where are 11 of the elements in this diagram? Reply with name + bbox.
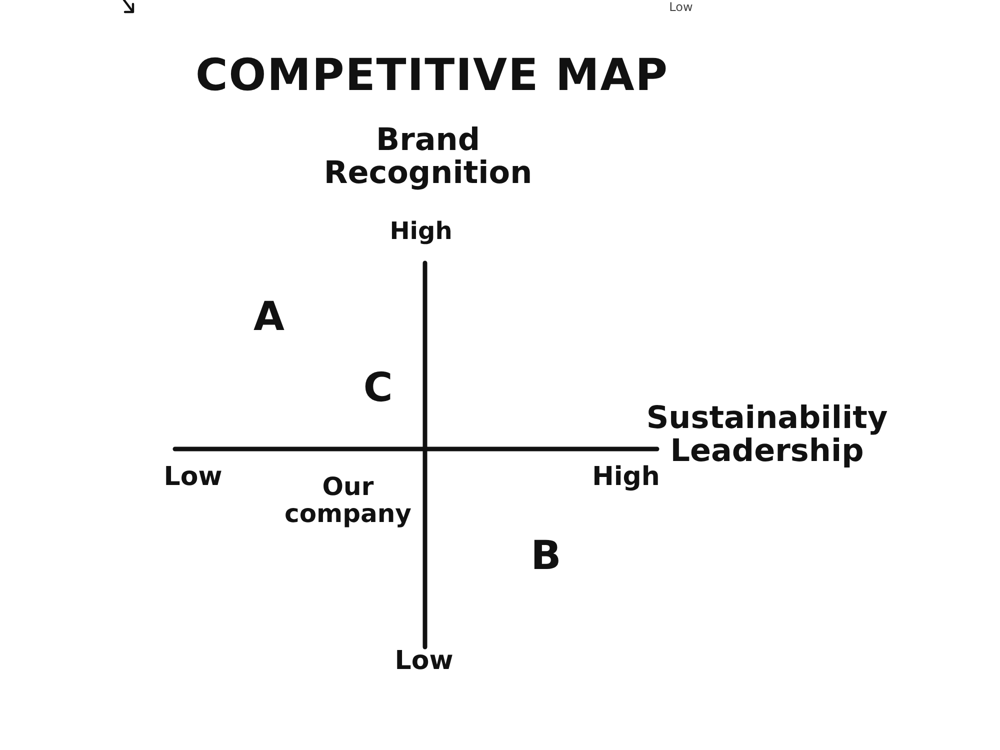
axis-tick-label: High: [592, 463, 660, 492]
axis-tick-label: Low: [164, 463, 222, 492]
map-title: COMPETITIVE MAP: [195, 52, 669, 100]
text-fragment: Low: [669, 1, 693, 14]
axis-tick-label: High: [390, 219, 452, 245]
axis-title: Brand Recognition: [324, 124, 532, 191]
axis-tick-label: Low: [394, 647, 454, 676]
point-label: A: [254, 296, 284, 340]
point-label: C: [363, 367, 393, 410]
point-label: Our company: [284, 473, 412, 527]
point-label: B: [530, 535, 562, 578]
